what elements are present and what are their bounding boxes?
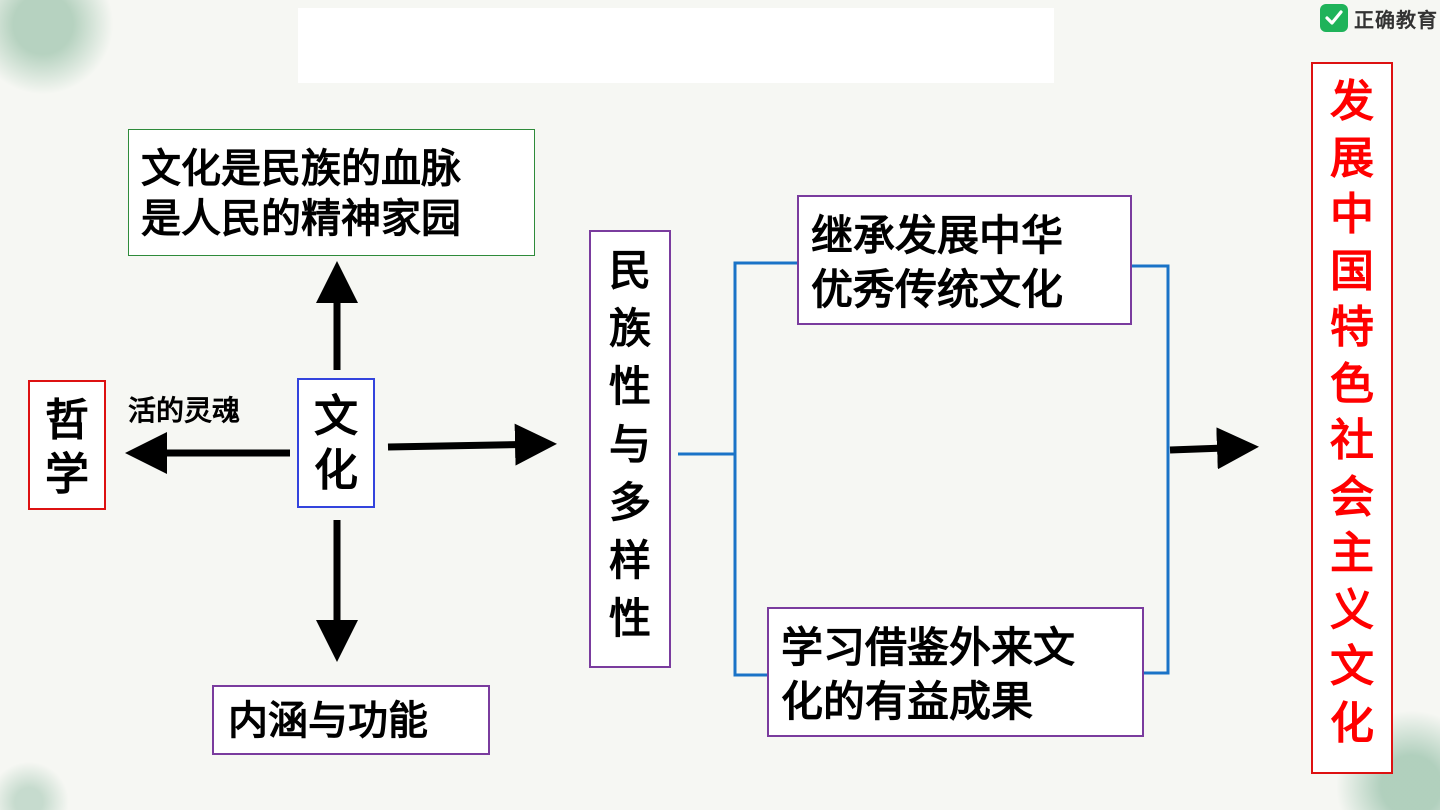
socialist-char-5: 特 <box>1330 302 1374 353</box>
socialist-char-1: 发 <box>1330 76 1374 127</box>
socialist-char-8: 会 <box>1330 471 1374 523</box>
bracket-right-vertical <box>1132 264 1170 675</box>
inherit-tradition-box: 继承发展中华 优秀传统文化 <box>797 195 1132 325</box>
culture-char-2: 化 <box>314 445 358 496</box>
nationality-char-7: 性 <box>608 594 651 643</box>
connotation-function-text: 内涵与功能 <box>228 698 428 744</box>
culture-definition-line1: 文化是民族的血脉 <box>141 146 461 192</box>
inherit-tradition-line2: 优秀传统文化 <box>811 265 1064 314</box>
learn-foreign-line1: 学习借鉴外来文 <box>781 623 1076 672</box>
nationality-char-1: 民 <box>608 246 651 295</box>
socialist-char-6: 色 <box>1330 358 1374 410</box>
nationality-char-5: 多 <box>608 478 651 527</box>
nationality-char-2: 族 <box>608 304 651 353</box>
bracket-left-vertical <box>733 261 797 677</box>
brand-logo: 正确教育 <box>1320 0 1438 36</box>
nationality-char-3: 性 <box>608 362 651 411</box>
socialist-char-2: 展 <box>1330 132 1374 184</box>
learn-foreign-line2: 化的有益成果 <box>781 677 1034 726</box>
logo-text: 正确教育 <box>1354 7 1438 32</box>
soul-label: 活的灵魂 <box>128 394 241 427</box>
socialist-char-11: 文 <box>1330 641 1374 692</box>
culture-char-1: 文 <box>314 391 358 442</box>
learn-foreign-box: 学习借鉴外来文 化的有益成果 <box>767 607 1144 737</box>
socialist-char-12: 化 <box>1330 697 1374 749</box>
philosophy-char-1: 哲 <box>45 395 89 446</box>
nationality-char-4: 与 <box>608 420 651 469</box>
nationality-diversity-box: 民 族 性 与 多 样 性 <box>589 230 671 668</box>
nationality-char-6: 样 <box>608 536 651 585</box>
socialist-culture-box: 发 展 中 国 特 色 社 会 主 义 文 化 <box>1311 62 1393 774</box>
culture-definition-line2: 是人民的精神家园 <box>141 196 461 242</box>
socialist-char-3: 中 <box>1330 189 1374 240</box>
arrow-right-to-socialist-culture <box>1169 427 1259 470</box>
socialist-char-7: 社 <box>1330 415 1374 466</box>
title-placeholder-banner <box>298 8 1054 83</box>
arrow-right-to-nationality <box>387 423 557 466</box>
philosophy-box: 哲 学 <box>28 380 106 510</box>
socialist-char-9: 主 <box>1330 528 1374 579</box>
philosophy-char-2: 学 <box>45 449 89 500</box>
checkmark-icon <box>1320 4 1348 32</box>
socialist-char-4: 国 <box>1330 245 1374 297</box>
connotation-function-box: 内涵与功能 <box>212 685 490 755</box>
culture-definition-box: 文化是民族的血脉 是人民的精神家园 <box>128 129 535 256</box>
culture-box: 文 化 <box>297 378 375 508</box>
inherit-tradition-line1: 继承发展中华 <box>811 211 1064 260</box>
socialist-char-10: 义 <box>1330 584 1374 636</box>
